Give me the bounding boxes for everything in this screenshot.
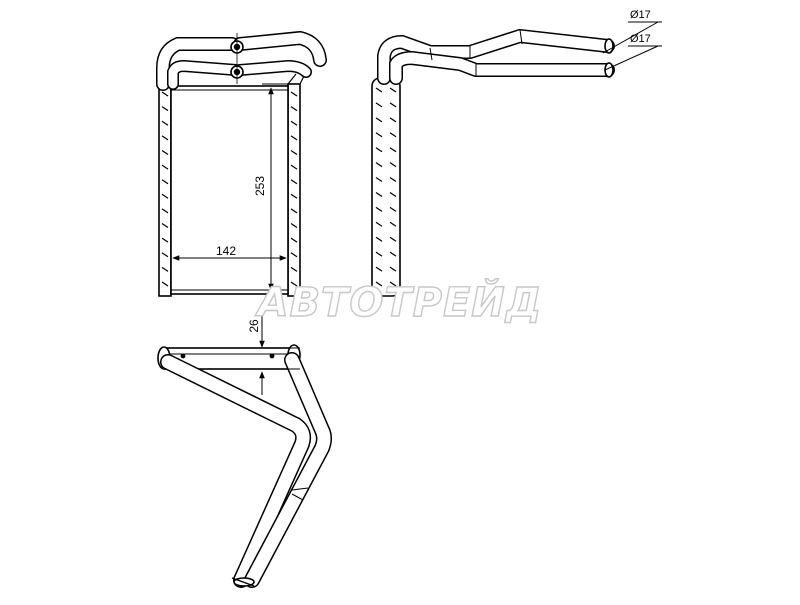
tank-rib [375,191,383,197]
tank-rib [389,87,397,93]
tank-rib [161,252,169,258]
tank-rib [290,149,298,155]
tank-rib [161,179,169,185]
side-tank [371,77,401,297]
tank-rib [290,252,298,258]
side-tank-ribs [375,87,397,287]
tank-rib [389,206,397,212]
front-view [156,30,327,297]
front-pipes [156,30,327,91]
tank-rib [161,237,169,243]
inlet-diameter-label: Ø17 [630,9,651,21]
tank-rib [389,236,397,242]
right-tank [287,83,301,297]
tank-rib [161,193,169,199]
tank-rib [161,208,169,214]
top-view [157,344,332,588]
tank-rib [375,266,383,272]
tank-rib [389,191,397,197]
tank-rib [290,120,298,126]
tank-rib [290,223,298,229]
depth-dimension-label: 26 [247,319,261,333]
tank-rib [161,281,169,287]
tank-rib [290,237,298,243]
tank-rib [290,179,298,185]
tank-rib [290,193,298,199]
tank-rib [389,102,397,108]
tank-rib [375,117,383,123]
tank-rib [290,135,298,141]
tank-rib [161,135,169,141]
tank-rib [375,281,383,287]
tank-rib [375,87,383,93]
tank-rib [389,117,397,123]
width-dimension-label: 142 [216,244,236,258]
tank-rib [375,102,383,108]
tank-rib [161,223,169,229]
tank-rib [161,106,169,112]
tank-rib [389,221,397,227]
tank-ribs-left [161,91,169,287]
tank-rib [290,164,298,170]
tank-rib [389,281,397,287]
watermark-text: АВТОТРЕЙД [255,278,543,326]
tank-rib [161,120,169,126]
tank-rib [389,177,397,183]
height-dimension-label: 253 [253,176,267,196]
tank-rib [389,162,397,168]
tank-rib [161,266,169,272]
tank-rib [375,132,383,138]
tank-rib [389,147,397,153]
tank-rib [290,208,298,214]
tank-rib [290,106,298,112]
tank-rib [375,206,383,212]
tank-ribs-right [290,91,298,287]
tank-rib [375,221,383,227]
tank-rib [161,91,169,97]
outlet-diameter-label: Ø17 [630,33,651,45]
left-tank [158,83,172,297]
tank-rib [375,251,383,257]
tank-rib [161,149,169,155]
tank-rib [389,132,397,138]
core [170,85,289,295]
tank-rib [161,164,169,170]
tank-rib [375,147,383,153]
side-inlet-end [604,38,614,54]
tank-rib [375,177,383,183]
dimension-depth [228,316,300,395]
tank-rib [375,236,383,242]
tank-rib [290,281,298,287]
side-view [371,28,615,297]
tank-rib [375,162,383,168]
tank-rib [389,251,397,257]
tank-rib [290,91,298,97]
tank-rib [389,266,397,272]
diameter-callouts [602,21,662,71]
tank-rib [290,266,298,272]
